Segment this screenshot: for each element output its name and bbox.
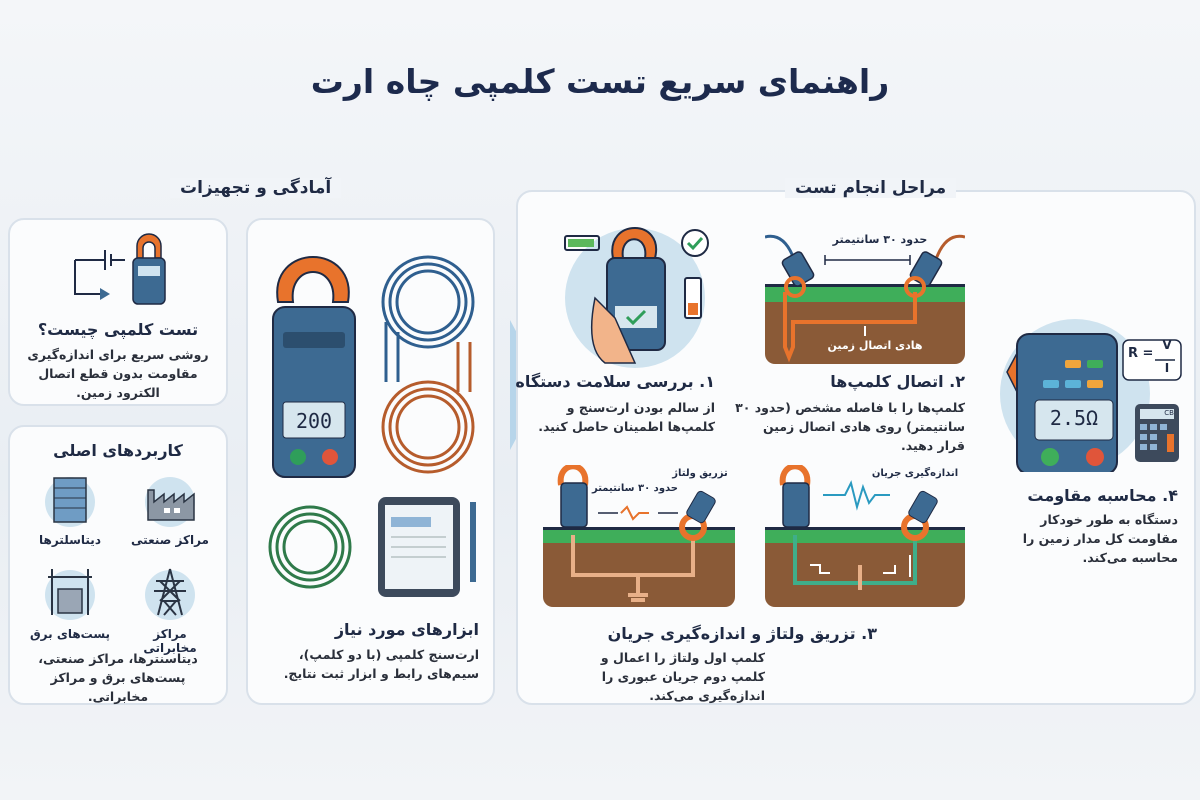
step3-distance-label: حدود ۳۰ سانتیمتر [591, 483, 679, 494]
blue-cable-coil-icon [381, 255, 475, 382]
step3-title: ۳. تزریق ولتاژ و اندازه‌گیری جریان [607, 624, 877, 643]
formula-denominator: I [1164, 361, 1170, 375]
orange-cable-coil-icon [381, 342, 475, 474]
preparation-header: آمادگی و تجهیزات [170, 178, 342, 198]
step2-title: ۲. اتصال کلمپ‌ها [830, 372, 965, 391]
step1-title: ۱. بررسی سلامت دستگاه [515, 372, 715, 391]
calculator-display: CB [1164, 409, 1174, 417]
application-label: مراکز صنعتی [131, 533, 209, 547]
factory-icon [145, 477, 195, 527]
substation-icon [45, 569, 95, 620]
formula-numerator: V [1162, 338, 1172, 352]
formula-left: R = [1128, 346, 1154, 361]
step2-text: کلمپ‌ها را با فاصله مشخص (حدود ۳۰ سانتیم… [735, 400, 965, 453]
step4-title: ۴. محاسبه مقاومت [1027, 486, 1178, 505]
resistance-calculation-illustration [1000, 319, 1182, 472]
step2-distance-label: حدود ۳۰ سانتیمتر [832, 233, 928, 246]
application-label: مراکز مخابراتی [143, 627, 197, 655]
applications-title: کاربردهای اصلی [53, 441, 183, 460]
voltage-injection-illustration [543, 465, 735, 607]
what-is-title: تست کلمپی چیست؟ [37, 320, 199, 339]
server-rack-icon [45, 477, 95, 527]
tools-title: ابزارهای مورد نیاز [334, 620, 479, 639]
current-measure-illustration [765, 465, 965, 607]
step1-text: از سالم بودن ارت‌سنج و کلمپ‌ها اطمینان ح… [538, 400, 715, 434]
transmission-tower-icon [145, 568, 195, 620]
application-label: پست‌های برق [29, 627, 111, 641]
what-is-card: تست کلمپی چیست؟ روشی سریع برای اندازه‌گی… [8, 218, 228, 406]
tablet-icon [378, 497, 476, 597]
step4-text: دستگاه به طور خودکار مقاومت کل مدار زمین… [1022, 512, 1178, 565]
clamp-connection-illustration [765, 234, 965, 364]
clamp-meter-circuit-icon [74, 233, 166, 305]
device-check-illustration [564, 227, 709, 368]
step3-inject-label: تزریق ولتاژ [672, 468, 728, 479]
applications-text: دیتاسنترها، مراکز صنعتی، پست‌های برق و م… [38, 651, 198, 704]
step3-text: کلمپ اول ولتاژ را اعمال و کلمپ دوم جریان… [600, 650, 765, 703]
applications-card: کاربردهای اصلی مراکز صنعتی دیتاسلترها مر… [8, 425, 228, 705]
tools-card: 200 ابزارهای مورد نیاز ارت‌سنج کلمپی (با… [246, 218, 495, 705]
what-is-text: روشی سریع برای اندازه‌گیری مقاومت بدون ق… [27, 347, 209, 400]
meter-display: 200 [296, 409, 332, 433]
green-cable-coil-icon [268, 505, 352, 589]
clamp-meter-icon [272, 256, 356, 478]
resistance-display: 2.5Ω [1049, 406, 1099, 430]
steps-header: مراحل انجام تست [785, 178, 957, 198]
application-label: دیتاسلترها [39, 533, 101, 547]
step3-measure-label: اندازه‌گیری جریان [871, 468, 959, 479]
tools-illustration: 200 [268, 255, 476, 597]
step2-conductor-label: هادی اتصال زمین [827, 339, 923, 352]
page-title: راهنمای سریع تست کلمپی چاه ارت [310, 62, 890, 101]
tools-text: ارت‌سنج کلمپی (با دو کلمپ)، سیم‌های رابط… [283, 647, 479, 681]
